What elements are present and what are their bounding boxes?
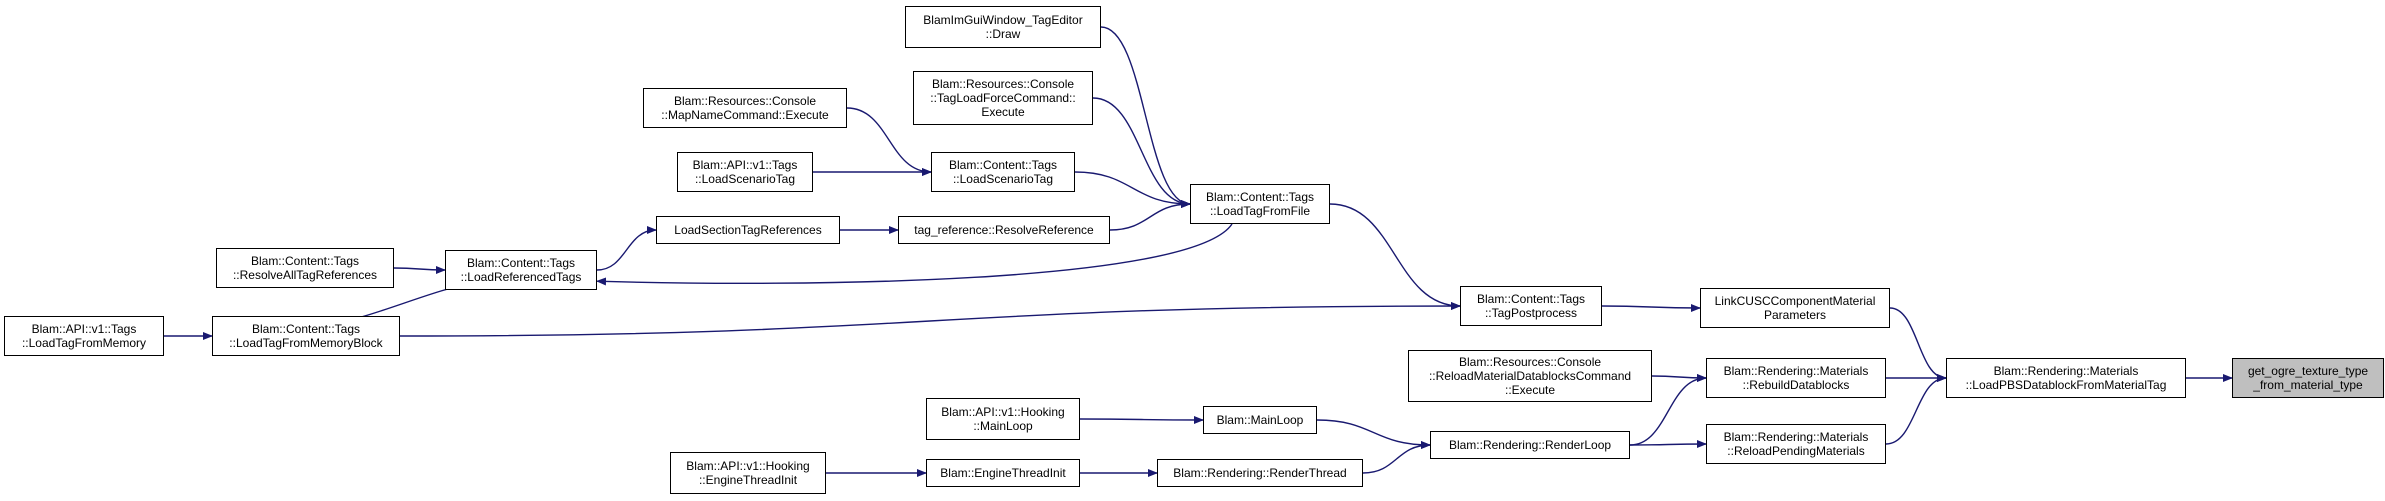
node-label-line: ::LoadScenarioTag [694,172,796,186]
node-label-line: Blam::Content::Tags [251,322,361,336]
node-label-line: Blam::API::v1::Tags [692,158,798,172]
edge-resolveall-to-loadreferenced [393,265,446,274]
node-label-line: ::Execute [1504,383,1556,397]
node-label-line: Blam::MainLoop [1216,413,1304,427]
node-label-line: Blam::Content::Tags [1205,190,1315,204]
node-rebuild[interactable]: Blam::Rendering::Materials::RebuildDatab… [1706,358,1886,398]
node-renderthread[interactable]: Blam::Rendering::RenderThread [1157,459,1363,487]
node-label-line: Blam::API::v1::Tags [31,322,137,336]
edge-renderloop-to-rebuild [1629,374,1707,446]
node-label-line: Blam::Rendering::RenderLoop [1448,438,1612,452]
node-label-line: Blam::Rendering::Materials [1723,430,1869,444]
node-imgui[interactable]: BlamImGuiWindow_TagEditor::Draw [905,6,1101,48]
node-label-line: Blam::Resources::Console [931,77,1075,91]
edge-tagloadforce-to-loadtagfromfile [1092,97,1191,208]
edge-loadtagfromfile-to-tagpost [1329,203,1461,310]
edge-mapname-to-loadscenario [846,107,932,176]
node-resolveall[interactable]: Blam::Content::Tags::ResolveAllTagRefere… [216,248,394,288]
node-label-line: Blam::Content::Tags [466,256,576,270]
edge-imgui-to-loadtagfromfile [1100,26,1191,208]
node-apiloadfrommem[interactable]: Blam::API::v1::Tags::LoadTagFromMemory [4,316,164,356]
node-mapname[interactable]: Blam::Resources::Console::MapNameCommand… [643,88,847,128]
node-label-line: ::TagPostprocess [1484,306,1578,320]
node-label-line: Blam::Rendering::Materials [1723,364,1869,378]
node-reloadpend[interactable]: Blam::Rendering::Materials::ReloadPendin… [1706,424,1886,464]
edge-loadscenario-to-loadtagfromfile [1074,171,1191,208]
node-tagloadforce[interactable]: Blam::Resources::Console::TagLoadForceCo… [913,71,1093,125]
edge-reloadpend-to-loadpbs [1885,374,1947,445]
node-label-line: ::LoadTagFromMemoryBlock [229,336,383,350]
edge-linkcusc-to-loadpbs [1889,307,1947,382]
node-label-line: ::Draw [985,27,1021,41]
edge-reloadcmd-to-rebuild [1651,373,1707,382]
edge-loadtagfrommemblock-to-tagpost [399,302,1461,337]
node-resolveref[interactable]: tag_reference::ResolveReference [898,216,1110,244]
node-label-line: Blam::API::v1::Hooking [941,405,1065,419]
node-label-line: _from_material_type [2253,378,2363,392]
node-label-line: ::EngineThreadInit [698,473,798,487]
node-loadtagfrommemblock[interactable]: Blam::Content::Tags::LoadTagFromMemoryBl… [212,316,400,356]
node-label-line: ::TagLoadForceCommand:: [930,91,1076,105]
node-label-line: Blam::Resources::Console [1458,355,1602,369]
node-tagpost[interactable]: Blam::Content::Tags::TagPostprocess [1460,286,1602,326]
node-label-line: BlamImGuiWindow_TagEditor [923,13,1083,27]
node-label-line: Blam::Rendering::RenderThread [1173,466,1347,480]
node-label-line: Blam::Content::Tags [1476,292,1586,306]
edge-apimainloop-to-mainloop [1079,415,1204,424]
node-loadscenario[interactable]: Blam::Content::Tags::LoadScenarioTag [931,152,1075,192]
node-label-line: Blam::Rendering::Materials [1993,364,2139,378]
edge-resolveref-to-loadtagfromfile [1109,200,1191,231]
node-label-line: ::LoadReferencedTags [460,270,582,284]
node-label-line: Blam::Content::Tags [948,158,1058,172]
node-label-line: ::ResolveAllTagReferences [232,268,378,282]
node-label-line: ::ReloadMaterialDatablocksCommand [1428,369,1632,383]
node-label-line: get_ogre_texture_type [2247,364,2369,378]
edge-renderloop-to-reloadpend [1629,440,1707,449]
node-loadpbs[interactable]: Blam::Rendering::Materials::LoadPBSDatab… [1946,358,2186,398]
node-apimainloop[interactable]: Blam::API::v1::Hooking::MainLoop [926,398,1080,440]
node-label-line: ::LoadPBSDatablockFromMaterialTag [1965,378,2167,392]
node-apiloadscenario[interactable]: Blam::API::v1::Tags::LoadScenarioTag [677,152,813,192]
node-label-line: ::ReloadPendingMaterials [1727,444,1865,458]
node-label-line: LinkCUSCComponentMaterial [1714,294,1876,308]
edge-loadtagfromfile-to-loadreferenced [596,223,1233,286]
node-label-line: Blam::Content::Tags [250,254,360,268]
edge-loadreferenced-to-loadsection [596,226,657,271]
node-label-line: ::MainLoop [973,419,1033,433]
node-enginethreadinit[interactable]: Blam::EngineThreadInit [926,459,1080,487]
node-label-line: Blam::EngineThreadInit [940,466,1066,480]
node-reloadcmd[interactable]: Blam::Resources::Console::ReloadMaterial… [1408,350,1652,402]
node-label-line: ::MapNameCommand::Execute [661,108,829,122]
node-loadsection[interactable]: LoadSectionTagReferences [656,216,840,244]
edges-layer [164,26,2233,477]
node-label-line: Execute [981,105,1025,119]
node-label-line: ::RebuildDatablocks [1742,378,1850,392]
node-loadtagfromfile[interactable]: Blam::Content::Tags::LoadTagFromFile [1190,184,1330,224]
node-mainloop[interactable]: Blam::MainLoop [1203,406,1317,434]
node-label-line: ::LoadScenarioTag [952,172,1054,186]
node-label-line: tag_reference::ResolveReference [914,223,1094,237]
node-apienginethreadinit[interactable]: Blam::API::v1::Hooking::EngineThreadInit [670,452,826,494]
node-label-line: Blam::Resources::Console [673,94,817,108]
node-label-line: Blam::API::v1::Hooking [686,459,810,473]
node-renderloop[interactable]: Blam::Rendering::RenderLoop [1430,431,1630,459]
node-label-line: LoadSectionTagReferences [674,223,822,237]
node-label-line: Parameters [1763,308,1827,322]
edge-tagpost-to-linkcusc [1601,303,1701,312]
node-label-line: ::LoadTagFromMemory [21,336,147,350]
edge-mainloop-to-renderloop [1316,419,1431,449]
node-label-line: ::LoadTagFromFile [1209,204,1311,218]
edge-renderthread-to-renderloop [1362,441,1431,474]
node-get-ogre[interactable]: get_ogre_texture_type_from_material_type [2232,358,2384,398]
node-loadreferenced[interactable]: Blam::Content::Tags::LoadReferencedTags [445,250,597,290]
